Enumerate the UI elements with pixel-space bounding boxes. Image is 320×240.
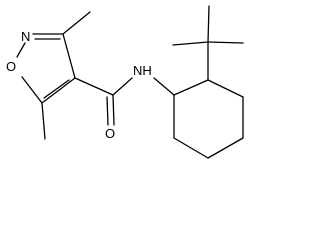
- amide-group: [74, 77, 175, 126]
- bond-o1-n2: [16, 42, 26, 58]
- bond-c3-methyl: [62, 11, 91, 35]
- bond-tbu-methyl-up: [207, 5, 210, 43]
- atom-o-ring: O: [6, 59, 16, 74]
- atom-n-ring: N: [21, 29, 30, 44]
- isoxazole-ring: [16, 33, 76, 104]
- bond-carbonyl-n: [112, 77, 133, 96]
- bond-n-cyclohexyl: [153, 77, 175, 96]
- bond-c4-c5: [41, 77, 76, 104]
- bond-ch2-ch3: [207, 79, 244, 98]
- bond-tbu-methyl-right: [207, 41, 244, 44]
- tert-butyl-group: [172, 5, 244, 81]
- bond-c4-carbonyl: [74, 77, 114, 96]
- atom-o-carbonyl: O: [105, 126, 115, 141]
- bond-c4-c5-double: [43, 79, 70, 99]
- chemical-structure: O N NH O: [6, 5, 244, 159]
- bond-c5-methyl: [41, 102, 46, 140]
- bond-carbonyl-o-double: [106, 96, 109, 126]
- bond-carbonyl-o: [112, 94, 115, 126]
- bond-tbu-methyl-left: [172, 41, 209, 46]
- atom-nh: NH: [133, 63, 152, 78]
- bond-c5-o1: [21, 76, 43, 104]
- cyclohexane-ring: [173, 79, 244, 159]
- bond-ch4-ch5: [207, 137, 244, 159]
- bond-c3-c4: [62, 33, 76, 79]
- bond-ch1-ch2: [173, 79, 209, 96]
- bond-ch5-ch6: [173, 137, 209, 159]
